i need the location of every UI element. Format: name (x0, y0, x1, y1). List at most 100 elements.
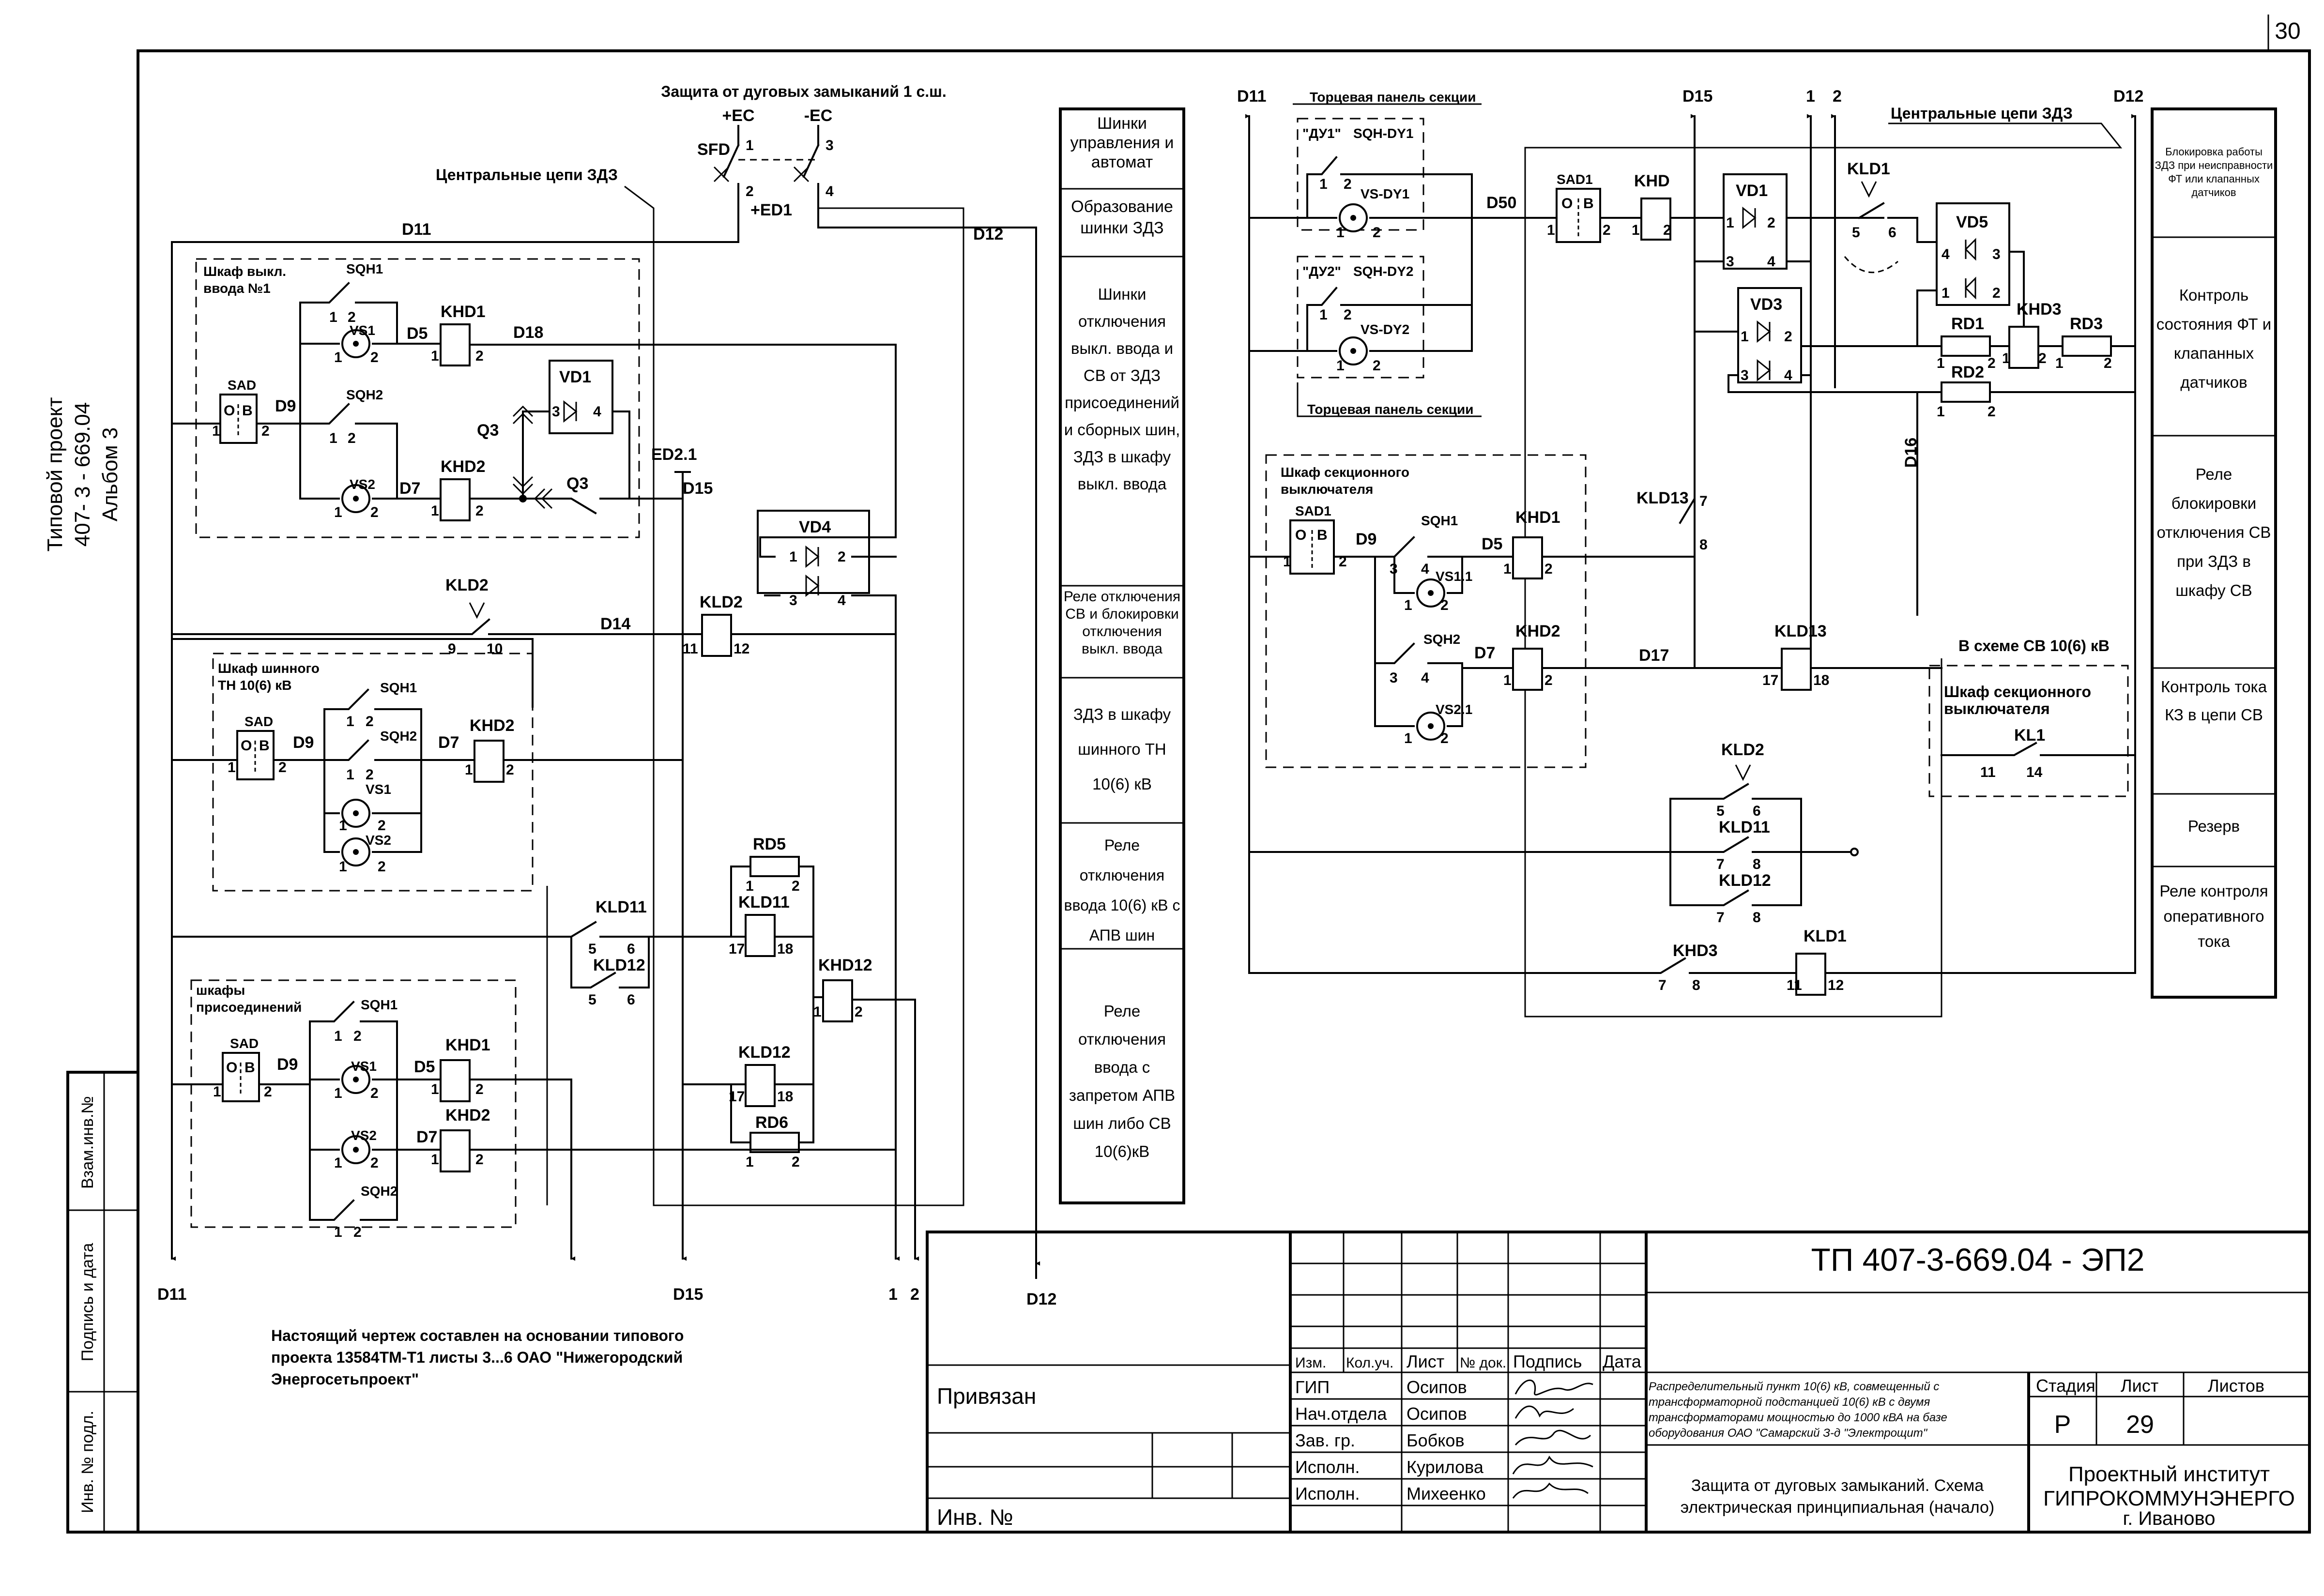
svg-text:2: 2 (1544, 561, 1553, 577)
sqh-dy2: SQH-DY2 (1353, 264, 1413, 279)
name-3: Курилова (1407, 1457, 1484, 1477)
svg-text:2: 2 (378, 859, 386, 875)
sad-cab2: SAD (245, 714, 273, 729)
svg-text:О: О (1295, 527, 1306, 543)
left-circuit: Защита от дуговых замыканий 1 с.ш. +ЕС -… (157, 83, 1056, 1388)
project-line1: Типовой проект (43, 397, 67, 551)
role-3: Исполн. (1295, 1457, 1360, 1477)
label-d15-mid: D15 (683, 479, 713, 498)
sv-cab-title1: Шкаф секционного (1944, 683, 2091, 700)
svg-text:1: 1 (212, 423, 220, 439)
svg-text:3: 3 (826, 137, 834, 153)
svg-text:1: 1 (1404, 597, 1412, 613)
d9-cab2: D9 (293, 733, 314, 752)
svg-text:1: 1 (746, 137, 754, 153)
svg-text:6: 6 (1753, 803, 1761, 819)
svg-text:В: В (1583, 196, 1594, 212)
legend-right-2: Реле блокировки отключения СВ при ЗДЗ в … (2156, 465, 2271, 599)
svg-text:18: 18 (1813, 672, 1829, 688)
svg-text:1: 1 (1503, 561, 1512, 577)
svg-text:4: 4 (1421, 670, 1429, 686)
svg-text:2: 2 (792, 878, 800, 894)
svg-text:2: 2 (1544, 672, 1553, 688)
svg-text:3: 3 (789, 593, 797, 608)
signatures (1512, 1379, 1593, 1499)
du2: "ДУ2" (1302, 264, 1341, 279)
svg-text:В: В (259, 738, 270, 754)
name-4: Михеенко (1407, 1484, 1486, 1504)
sqh2-cab2: SQH2 (380, 729, 417, 744)
object-line2: трансформаторной подстанцией 10(6) кВ с … (1649, 1396, 1930, 1409)
svg-text:5: 5 (1852, 225, 1860, 241)
svg-text:1: 1 (431, 348, 439, 364)
svg-text:1: 1 (1937, 404, 1945, 420)
legend-mid-0: Шинки управления и автомат (1070, 114, 1174, 171)
svg-text:3: 3 (1992, 246, 2001, 262)
legend-right-4: Резерв (2187, 817, 2240, 835)
vs1-cab3: VS1 (351, 1059, 377, 1074)
name-2: Бобков (1407, 1430, 1465, 1450)
bottom-d15-left: D15 (673, 1285, 703, 1304)
svg-text:9: 9 (448, 641, 456, 657)
label-sfd: SFD (697, 140, 730, 159)
svg-text:2: 2 (1663, 222, 1671, 238)
khd2-cab1: KHD2 (441, 457, 486, 476)
q3-upper: Q3 (477, 421, 499, 440)
khd2-cab2: KHD2 (470, 716, 515, 735)
sad-cab1: SAD (228, 378, 256, 393)
vd1-right: VD1 (1736, 182, 1768, 200)
svg-text:1: 1 (1741, 329, 1749, 345)
sqh2-cab-sv: SQH2 (1423, 632, 1460, 647)
svg-text:2: 2 (1784, 329, 1792, 345)
svg-text:2: 2 (1767, 215, 1775, 231)
rd3-right: RD3 (2070, 315, 2103, 333)
hdr-koluch: Кол.уч. (1346, 1355, 1393, 1371)
hdr-list: Лист (1407, 1352, 1444, 1371)
project-line3: Альбом 3 (98, 427, 122, 522)
sqh1-cab2: SQH1 (380, 680, 417, 695)
institute2: ГИПРОКОММУНЭНЕРГО (2043, 1487, 2295, 1510)
hdr-podpis: Подпись (1513, 1352, 1582, 1371)
khd-right: KHD (1634, 172, 1670, 190)
svg-text:1: 1 (346, 714, 354, 730)
svg-text:2: 2 (1440, 597, 1449, 613)
svg-text:1: 1 (431, 1152, 439, 1168)
kld11-contact-left: KLD11 (596, 898, 647, 916)
inv-no: Инв. № (937, 1505, 1013, 1530)
note-line2: проекта 13584ТМ-Т1 листы 3...6 ОАО "Ниже… (271, 1349, 683, 1366)
svg-text:2: 2 (1988, 404, 1996, 420)
rd2-right: RD2 (1951, 363, 1984, 381)
stadia-label: Стадия (2036, 1376, 2095, 1396)
svg-text:2: 2 (370, 1155, 379, 1171)
cab-sv-title2: выключателя (1281, 482, 1373, 497)
svg-text:6: 6 (627, 992, 635, 1008)
hdr-izm: Изм. (1295, 1355, 1326, 1371)
sv-cab-title2: выключателя (1944, 700, 2050, 717)
kld12-contact-left: KLD12 (593, 956, 645, 974)
kld2-contact-right: KLD2 (1721, 741, 1764, 759)
vs-dy2: VS-DY2 (1361, 322, 1409, 337)
vs1-cab2: VS1 (366, 782, 391, 797)
svg-text:1: 1 (339, 859, 347, 875)
svg-text:2: 2 (475, 503, 484, 519)
khd3-contact-right: KHD3 (1673, 942, 1718, 960)
svg-text:2: 2 (1603, 222, 1611, 238)
svg-text:17: 17 (729, 941, 745, 957)
rd5: RD5 (753, 835, 786, 853)
name-0: Осипов (1407, 1377, 1467, 1397)
svg-text:14: 14 (2026, 764, 2043, 780)
label-ed1: +ED1 (750, 201, 792, 219)
d9-cab3: D9 (277, 1055, 298, 1074)
svg-text:2: 2 (475, 348, 484, 364)
legend-mid-6: Реле отключения ввода с запретом АПВ шин… (1069, 1002, 1176, 1160)
bottom-d11-left: D11 (157, 1285, 187, 1304)
svg-text:2: 2 (348, 309, 356, 325)
svg-text:1: 1 (334, 504, 342, 520)
label-d11-top: D11 (402, 220, 431, 239)
kld11-coil-left: KLD11 (738, 893, 790, 912)
svg-text:1: 1 (746, 878, 754, 894)
svg-text:2: 2 (792, 1154, 800, 1170)
svg-text:1: 1 (1547, 222, 1555, 238)
legend-mid-1: Образование шинки ЗДЗ (1071, 198, 1173, 237)
